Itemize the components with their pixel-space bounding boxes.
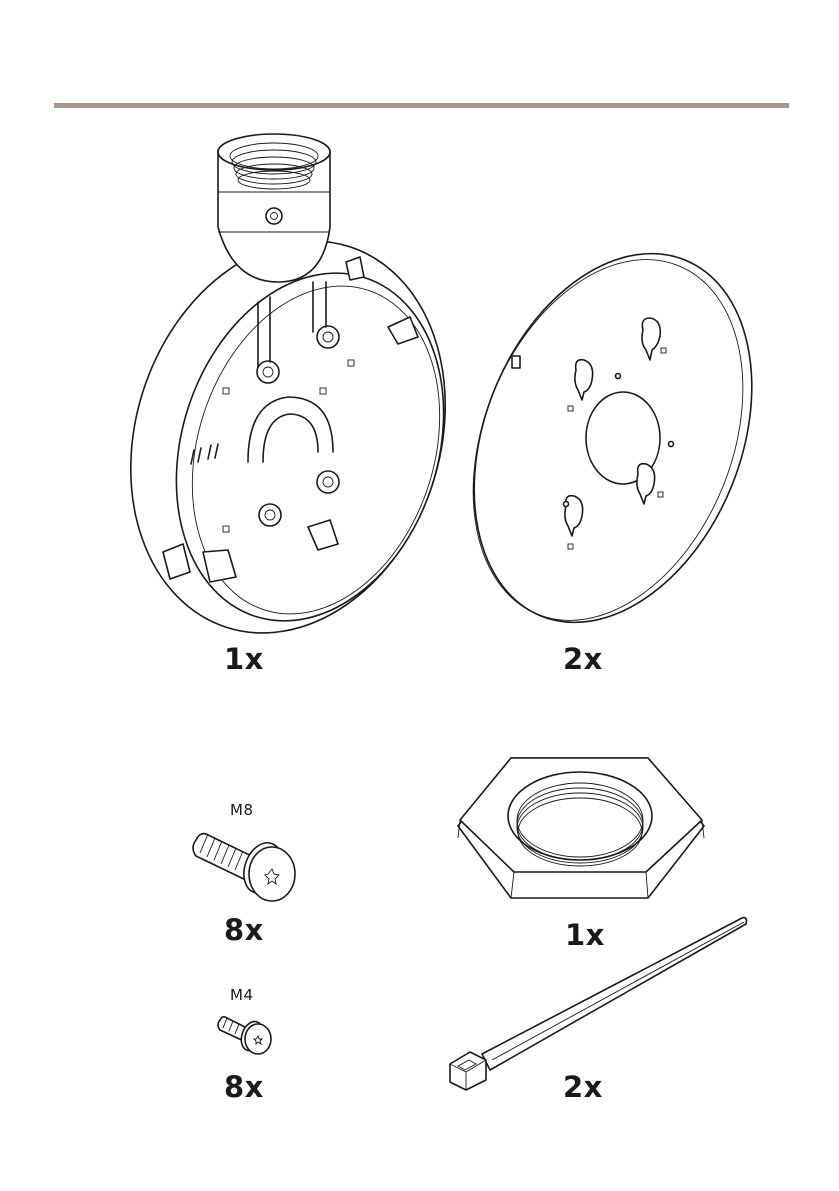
quantity-label: 1x bbox=[224, 645, 264, 674]
m4-screw-illustration bbox=[216, 1008, 272, 1056]
screw-size-label: M8 bbox=[230, 803, 254, 818]
quantity-label: 2x bbox=[563, 645, 603, 674]
mount-adapter-illustration bbox=[98, 132, 458, 642]
cover-plate-illustration bbox=[468, 248, 778, 628]
cable-tie-illustration bbox=[442, 914, 752, 1094]
m8-screw-illustration bbox=[188, 818, 303, 903]
hex-nut-illustration bbox=[456, 752, 706, 907]
header-rule bbox=[54, 103, 789, 108]
quantity-label: 2x bbox=[563, 1073, 603, 1102]
quantity-label: 8x bbox=[224, 1073, 264, 1102]
screw-size-label: M4 bbox=[230, 988, 254, 1003]
quantity-label: 8x bbox=[224, 916, 264, 945]
